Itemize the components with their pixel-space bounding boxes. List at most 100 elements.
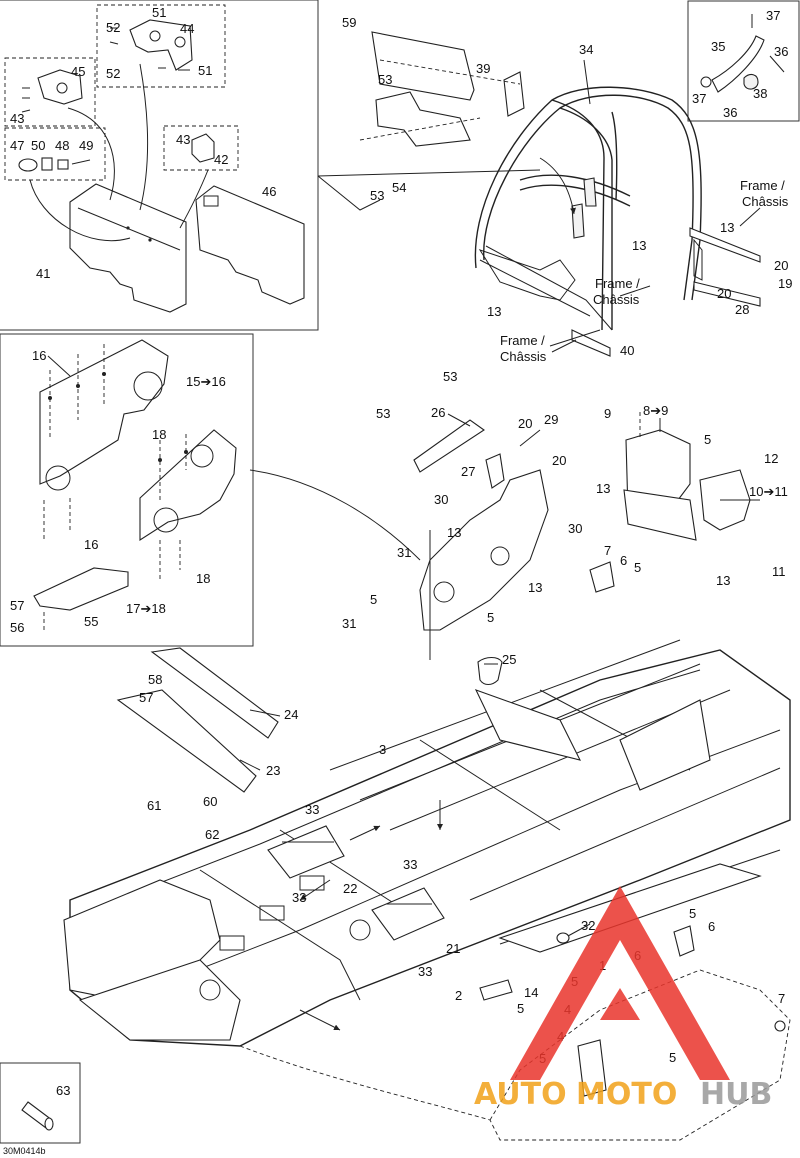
callout: 31 (397, 545, 411, 560)
callout: 13 (632, 238, 646, 253)
callout: 43 (10, 111, 24, 126)
callout: 61 (147, 798, 161, 813)
callout: 23 (266, 763, 280, 778)
central-brackets (249, 419, 615, 660)
callout: 53 (376, 406, 390, 421)
svg-text:Châssis: Châssis (500, 349, 547, 364)
callout: 30 (568, 521, 582, 536)
callout: 13 (487, 304, 501, 319)
roll-cage (317, 86, 761, 357)
callout: 21 (446, 941, 460, 956)
frame-note: Frame / Châssis (500, 333, 547, 364)
callout: 13 (720, 220, 734, 235)
callout: 11 (772, 564, 786, 579)
callout: 45 (71, 64, 85, 79)
callout: 27 (461, 464, 475, 479)
bracket-39-53 (359, 31, 525, 147)
svg-text:Châssis: Châssis (593, 292, 640, 307)
callout-labels: 51 52 44 52 51 45 43 47 50 48 49 43 42 4… (10, 5, 792, 1098)
callout: 16 (32, 348, 46, 363)
callout: 30 (434, 492, 448, 507)
callout: 5 (517, 1001, 524, 1016)
callout: 33 (292, 890, 306, 905)
callout: 3 (379, 742, 386, 757)
callout: 5 (487, 610, 494, 625)
frame-note: Frame / Châssis (740, 178, 789, 209)
callout: 34 (579, 42, 593, 57)
callout: 52 (106, 20, 120, 35)
watermark-logo: AUTO MOTO HUB (474, 886, 772, 1112)
callout: 9 (604, 406, 611, 421)
inset-body-panels (18, 19, 305, 313)
callout: 8➔9 (643, 403, 668, 418)
callout: 46 (262, 184, 276, 199)
callout: 7 (604, 543, 611, 558)
callout: 58 (148, 672, 162, 687)
callout: 7 (778, 991, 785, 1006)
callout: 33 (418, 964, 432, 979)
callout: 38 (753, 86, 767, 101)
callout: 5 (634, 560, 641, 575)
callout: 43 (176, 132, 190, 147)
callout: 6 (708, 919, 715, 934)
callout: 33 (305, 802, 319, 817)
svg-text:Châssis: Châssis (742, 194, 789, 209)
callout: 29 (544, 412, 558, 427)
callout: 36 (774, 44, 788, 59)
svg-text:Frame /: Frame / (740, 178, 785, 193)
callout: 20 (552, 453, 566, 468)
svg-text:Frame /: Frame / (595, 276, 640, 291)
callout: 5 (370, 592, 377, 607)
callout: 19 (778, 276, 792, 291)
callout: 31 (342, 616, 356, 631)
callout: 53 (443, 369, 457, 384)
callout: 16 (84, 537, 98, 552)
callout: 44 (180, 21, 194, 36)
callout: 20 (717, 286, 731, 301)
inset-bar-35 (700, 14, 765, 93)
callout: 13 (528, 580, 542, 595)
frame-note: Frame / Châssis (593, 276, 640, 307)
callout: 22 (343, 881, 357, 896)
callout: 56 (10, 620, 24, 635)
callout: 2 (455, 988, 462, 1003)
inset-side-plates (33, 339, 237, 630)
callout: 36 (723, 105, 737, 120)
callout: 10➔11 (749, 484, 788, 499)
callout: 40 (620, 343, 634, 358)
callout: 54 (392, 180, 406, 195)
callout: 50 (31, 138, 45, 153)
callout: 37 (692, 91, 706, 106)
drawing-code: 30M0414b (3, 1146, 46, 1156)
svg-text:Frame /: Frame / (500, 333, 545, 348)
svg-text:AUTO: AUTO (474, 1077, 567, 1112)
callout: 18 (152, 427, 166, 442)
callout: 57 (139, 690, 153, 705)
callout: 26 (431, 405, 445, 420)
callout: 33 (403, 857, 417, 872)
callout: 62 (205, 827, 219, 842)
callout: 53 (370, 188, 384, 203)
callout: 52 (106, 66, 120, 81)
callout: 47 (10, 138, 24, 153)
svg-text:MOTO: MOTO (576, 1077, 677, 1112)
svg-text:HUB: HUB (700, 1077, 772, 1112)
callout: 5 (689, 906, 696, 921)
callout: 51 (152, 5, 166, 20)
callout: 12 (764, 451, 778, 466)
callout: 14 (524, 985, 538, 1000)
callout: 24 (284, 707, 298, 722)
callout: 49 (79, 138, 93, 153)
callout: 18 (196, 571, 210, 586)
callout: 25 (502, 652, 516, 667)
callout: 5 (704, 432, 711, 447)
callout: 6 (620, 553, 627, 568)
callout: 60 (203, 794, 217, 809)
heat-shields-8-10 (623, 412, 751, 541)
skid-plates (116, 647, 503, 941)
callout: 51 (198, 63, 212, 78)
bottom-right-hardware (479, 925, 786, 1097)
callout: 53 (378, 72, 392, 87)
callout: 5 (669, 1050, 676, 1065)
